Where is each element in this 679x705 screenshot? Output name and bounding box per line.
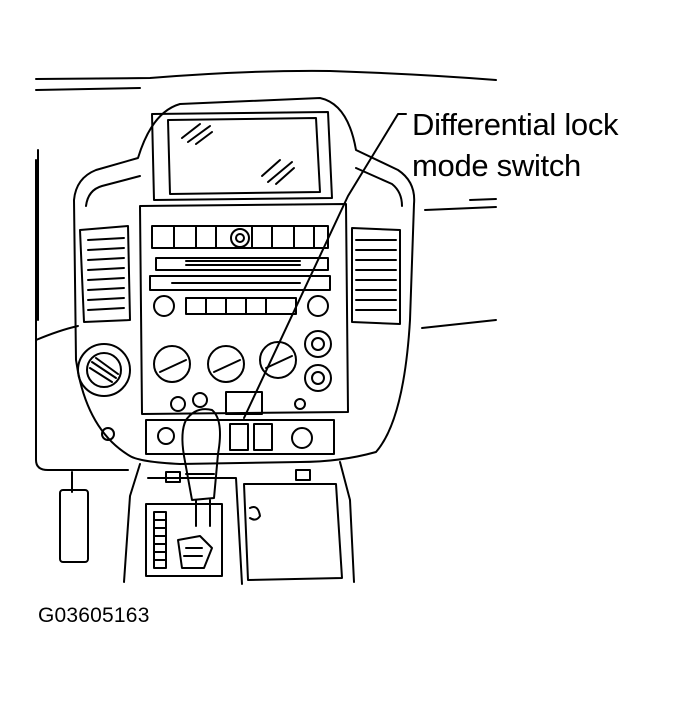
center-console bbox=[123, 461, 355, 585]
right-small-knobs bbox=[304, 330, 332, 392]
climate-knob-center bbox=[207, 345, 245, 383]
tuner-buttons bbox=[185, 297, 297, 315]
cup-holder-latch bbox=[249, 506, 261, 521]
audio-panel bbox=[139, 203, 349, 415]
cd-slot bbox=[155, 257, 329, 271]
bezel-inner-right bbox=[355, 167, 403, 207]
right-air-vent bbox=[351, 227, 401, 325]
dashboard-top-edge bbox=[35, 69, 497, 91]
lower-switch-cluster bbox=[170, 391, 306, 415]
radio-button-strip bbox=[149, 275, 331, 291]
dash-trim-lines bbox=[35, 149, 497, 471]
audio-knob-icon bbox=[230, 228, 250, 248]
callout-line-1: Differential lock bbox=[412, 107, 619, 142]
figure-id: G03605163 bbox=[38, 604, 150, 627]
key-fob bbox=[59, 471, 89, 563]
callout-leader-line bbox=[243, 113, 407, 419]
differential-lock-switch-row bbox=[145, 419, 335, 455]
left-air-vent bbox=[79, 225, 131, 323]
headlamp-dial bbox=[77, 343, 131, 397]
tune-knob bbox=[307, 295, 329, 317]
climate-knob-left bbox=[153, 345, 191, 383]
callout-label: Differential lock mode switch bbox=[412, 104, 619, 186]
callout-line-2: mode switch bbox=[412, 148, 581, 183]
left-small-switch bbox=[101, 427, 115, 441]
climate-knob-right bbox=[259, 341, 297, 379]
shift-lever bbox=[181, 408, 221, 527]
bezel-inner-left bbox=[85, 175, 141, 207]
volume-knob bbox=[153, 295, 175, 317]
navigation-display bbox=[151, 111, 333, 201]
shift-gate bbox=[145, 503, 223, 577]
